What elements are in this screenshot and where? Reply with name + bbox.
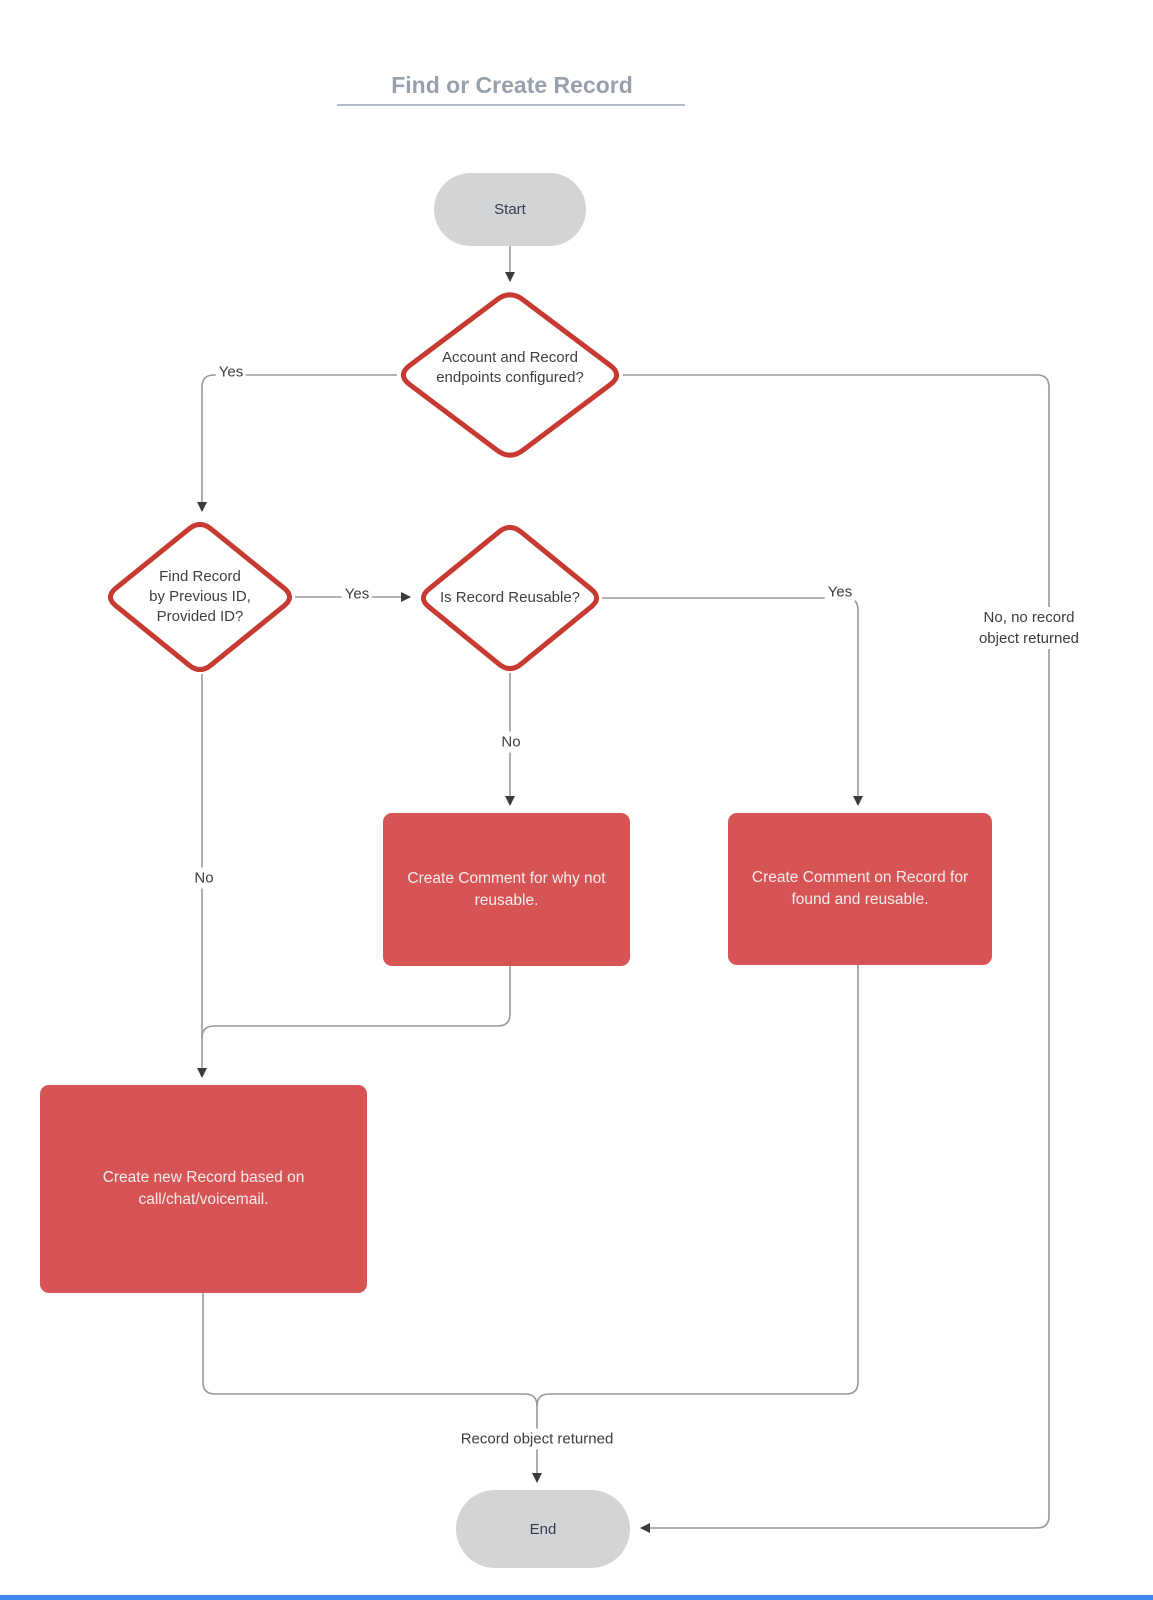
title-underline [337,104,685,106]
comment-found-line1: Create Comment on Record for [751,869,969,886]
node-comment-found: Create Comment on Record for found and r… [728,813,992,965]
comment-not-reusable-line1: Create Comment for why not [407,869,606,887]
create-record-line1: Create new Record based on [102,1169,305,1186]
edge-label-find-yes: Yes [341,583,373,605]
edge-label-reusable-no: No [498,731,524,753]
edge-endpoints-yes-to-find [197,374,397,512]
node-end: End [456,1490,630,1568]
edge-reusable-yes-to-comment-found [602,597,863,806]
edge-label-endpoints-yes: Yes [215,361,247,383]
decision-find-record-line3: Provided ID? [156,608,244,625]
decision-endpoints-shape [400,292,620,458]
edge-label-find-no: No [191,867,217,889]
decision-reusable-label: Is Record Reusable? [410,588,610,608]
decision-endpoints-line2: endpoints configured? [436,369,584,386]
bottom-bar [0,1595,1153,1600]
decision-reusable-line1: Is Record Reusable? [439,589,581,606]
comment-not-reusable-line2: reusable. [474,891,539,909]
edge-endpoints-no-to-end [623,374,1050,1533]
node-start: Start [434,173,586,246]
node-comment-not-reusable: Create Comment for why not reusable. [383,813,630,966]
edge-label-endpoints-no: No, no record object returned [975,607,1083,649]
edge-label-record-returned: Record object returned [457,1428,617,1450]
diagram-title: Find or Create Record [391,72,633,98]
decision-endpoints-line1: Account and Record [442,349,578,366]
comment-found-line2: found and reusable. [791,891,929,908]
decision-find-record-line2: by Previous ID, [149,588,251,605]
node-end-label: End [529,1520,557,1538]
node-start-label: Start [494,201,526,218]
edge-create-to-merge [202,1293,538,1407]
edge-label-endpoints-no-line1: No, no record [983,609,1075,626]
decision-find-record-line1: Find Record [159,568,241,585]
edge-label-reusable-yes: Yes [824,581,856,603]
edge-comment-found-to-merge [536,965,859,1407]
node-create-record: Create new Record based on call/chat/voi… [40,1085,367,1293]
decision-find-record-label: Find Record by Previous ID, Provided ID? [115,567,285,627]
create-record-line2: call/chat/voicemail. [138,1191,269,1208]
edge-label-endpoints-no-line2: object returned [978,630,1080,647]
decision-find-record-shape [107,521,293,673]
edge-comment-not-reusable-to-create [201,966,511,1039]
decision-reusable-shape [420,524,600,672]
decision-endpoints-label: Account and Record endpoints configured? [400,348,620,388]
